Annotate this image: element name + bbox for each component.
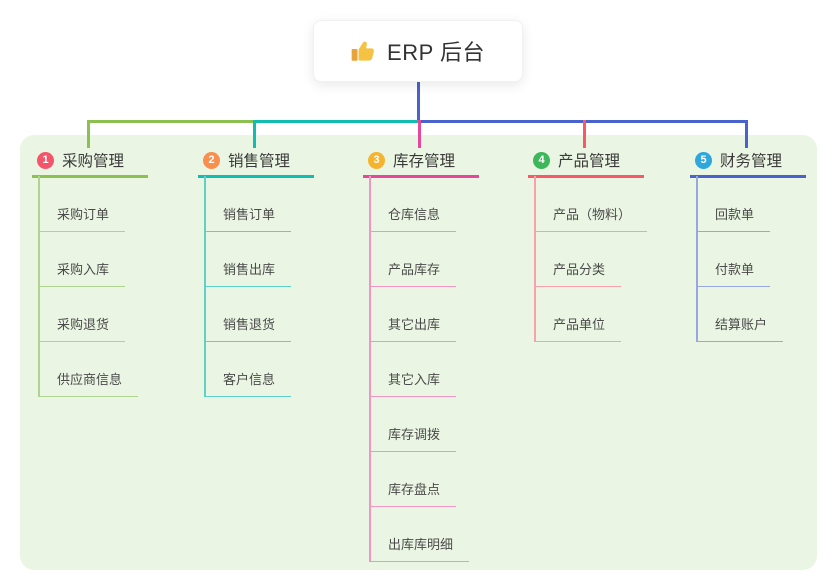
- connector-line: [252, 120, 256, 148]
- connector-line: [582, 120, 586, 148]
- branches-panel: [20, 135, 817, 570]
- branch-node[interactable]: 4 产品管理: [528, 148, 644, 178]
- thumbs-up-icon: [351, 38, 377, 64]
- child-node[interactable]: 产品单位: [534, 312, 622, 342]
- child-node[interactable]: 销售退货: [204, 312, 292, 342]
- connector-line: [417, 120, 421, 148]
- connector-line: [416, 82, 420, 121]
- branch-node[interactable]: 2 销售管理: [198, 148, 314, 178]
- child-node[interactable]: 库存盘点: [369, 477, 457, 507]
- child-node[interactable]: 销售订单: [204, 202, 292, 232]
- child-node[interactable]: 销售出库: [204, 257, 292, 287]
- root-node-label: ERP 后台: [387, 40, 485, 65]
- child-node[interactable]: 采购订单: [38, 202, 126, 232]
- child-node[interactable]: 采购退货: [38, 312, 126, 342]
- branch-node[interactable]: 3 库存管理: [363, 148, 479, 178]
- connector-line: [252, 119, 421, 123]
- connector-line: [744, 120, 748, 148]
- child-node[interactable]: 其它出库: [369, 312, 457, 342]
- connector-line: [369, 176, 371, 562]
- connector-line: [86, 119, 256, 123]
- connector-line: [86, 120, 90, 148]
- root-node[interactable]: ERP 后台: [313, 20, 523, 82]
- branch-number-badge: 5: [695, 151, 712, 169]
- child-node[interactable]: 回款单: [696, 202, 771, 232]
- connector-line: [534, 176, 536, 342]
- branch-node-label: 产品管理: [558, 153, 621, 170]
- child-node[interactable]: 库存调拨: [369, 422, 457, 452]
- branch-number-badge: 4: [533, 151, 550, 169]
- child-node[interactable]: 供应商信息: [38, 367, 139, 397]
- child-node[interactable]: 产品（物料）: [534, 202, 648, 232]
- child-node[interactable]: 产品库存: [369, 257, 457, 287]
- branch-number-badge: 2: [203, 151, 220, 169]
- connector-line: [696, 176, 698, 342]
- branch-node-label: 销售管理: [228, 153, 291, 170]
- branch-number-badge: 1: [37, 151, 54, 169]
- child-node[interactable]: 采购入库: [38, 257, 126, 287]
- child-node[interactable]: 其它入库: [369, 367, 457, 397]
- branch-node-label: 财务管理: [720, 153, 783, 170]
- branch-node-label: 采购管理: [62, 153, 125, 170]
- child-node[interactable]: 产品分类: [534, 257, 622, 287]
- child-node[interactable]: 付款单: [696, 257, 771, 287]
- branch-node[interactable]: 1 采购管理: [32, 148, 148, 178]
- branch-number-badge: 3: [368, 151, 385, 169]
- child-node[interactable]: 出库库明细: [369, 532, 470, 562]
- child-node[interactable]: 结算账户: [696, 312, 784, 342]
- child-node[interactable]: 仓库信息: [369, 202, 457, 232]
- child-node[interactable]: 客户信息: [204, 367, 292, 397]
- branch-node-label: 库存管理: [393, 153, 456, 170]
- branch-node[interactable]: 5 财务管理: [690, 148, 806, 178]
